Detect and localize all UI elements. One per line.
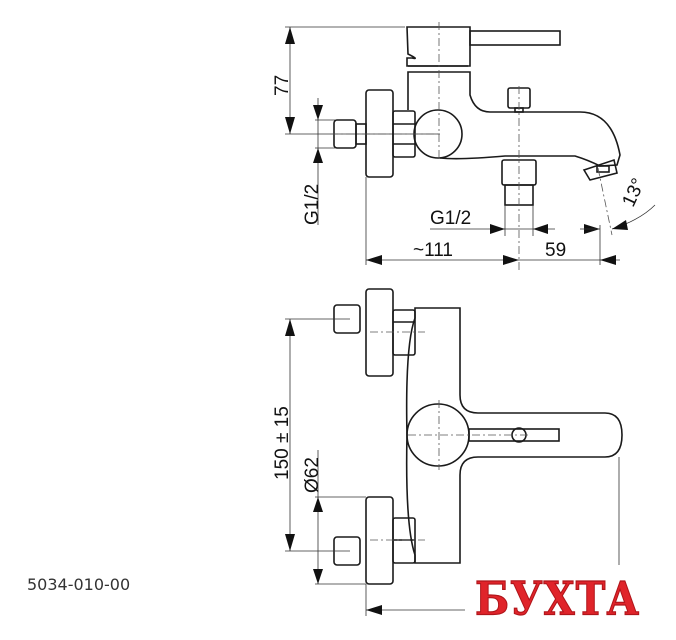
dim-spout-offset: 59 bbox=[545, 240, 566, 261]
watermark-logo: БУХТА bbox=[474, 571, 641, 627]
top-view: 150 ± 15 Ø62 bbox=[272, 288, 623, 616]
side-view: 77 G1/2 G1/2 ~111 59 13° bbox=[272, 22, 656, 270]
dim-depth: ~111 bbox=[413, 240, 453, 261]
dim-inlet-thread: G1/2 bbox=[302, 184, 323, 225]
dim-inlet-spacing: 150 ± 15 bbox=[272, 406, 293, 480]
part-number: 5034-010-00 bbox=[27, 575, 131, 594]
dim-outlet-thread: G1/2 bbox=[430, 208, 471, 229]
dim-77: 77 bbox=[272, 75, 293, 96]
dim-flange-diameter: Ø62 bbox=[302, 457, 323, 493]
dim-spout-angle: 13° bbox=[618, 175, 649, 210]
